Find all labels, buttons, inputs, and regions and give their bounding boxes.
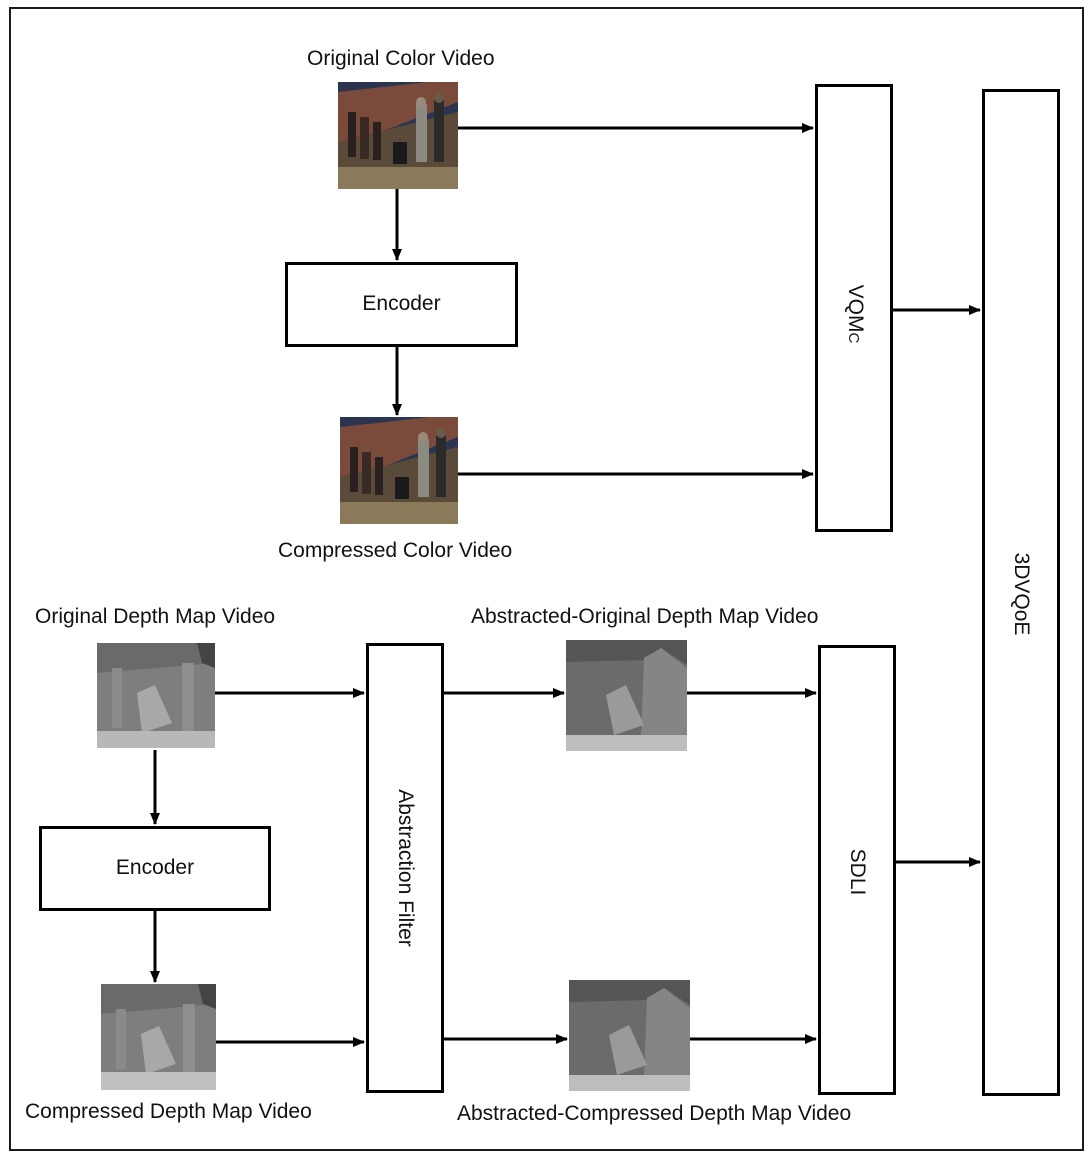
compressed-color-video-thumbnail — [340, 417, 458, 524]
sdli-box: SDLI — [818, 645, 896, 1095]
original-depth-map-video-label: Original Depth Map Video — [35, 605, 276, 628]
abstracted-original-depth-map-video-label: Abstracted-Original Depth Map Video — [471, 605, 819, 628]
encoder-depth-box: Encoder — [39, 826, 271, 911]
encoder-color-box: Encoder — [285, 262, 518, 347]
3dvqoe-box: 3DVQoE — [982, 89, 1060, 1096]
abstracted-compressed-depth-map-video-label: Abstracted-Compressed Depth Map Video — [457, 1102, 852, 1125]
original-depth-map-thumbnail — [97, 643, 215, 748]
abstracted-original-depth-map-thumbnail — [566, 640, 687, 751]
compressed-depth-map-thumbnail — [101, 984, 216, 1090]
original-color-video-label: Original Color Video — [307, 47, 495, 70]
compressed-color-video-label: Compressed Color Video — [278, 539, 513, 562]
compressed-depth-map-video-label: Compressed Depth Map Video — [25, 1100, 312, 1123]
vqmc-box: VQMC — [815, 84, 893, 532]
encoder-depth-label: Encoder — [115, 856, 195, 879]
abstraction-filter-box: Abstraction Filter — [366, 643, 444, 1093]
encoder-color-label: Encoder — [362, 292, 441, 315]
original-color-video-thumbnail — [338, 82, 458, 189]
abstracted-compressed-depth-map-thumbnail — [569, 980, 690, 1091]
diagram-frame — [9, 7, 1084, 1151]
